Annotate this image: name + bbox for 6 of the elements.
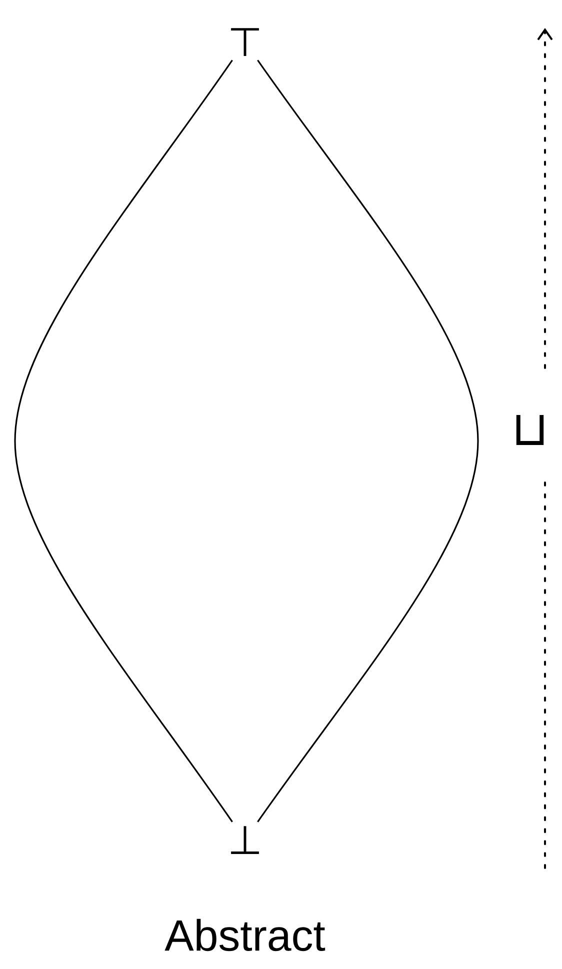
lattice-curve xyxy=(14,60,233,822)
lattice-curve xyxy=(257,60,479,822)
lattice-element: ⊥ xyxy=(231,826,259,854)
caption: Abstract xyxy=(164,918,326,952)
lattice-element: ⊤ xyxy=(231,28,259,56)
join-symbol: ⊔ xyxy=(516,415,544,445)
